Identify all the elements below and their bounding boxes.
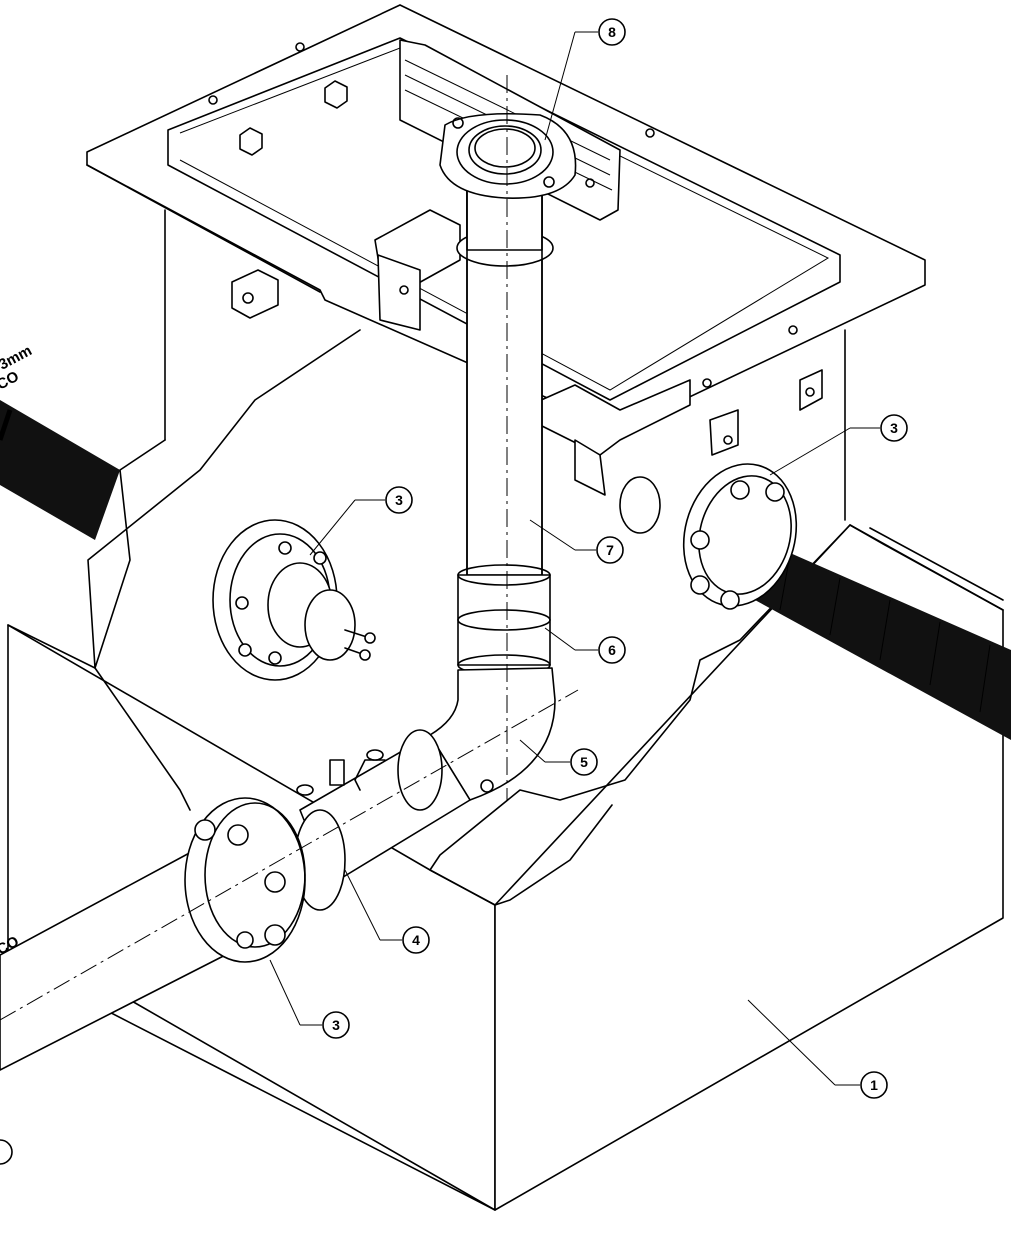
partial-callout-circle — [0, 1139, 13, 1165]
pipe-coupling — [457, 564, 551, 695]
callout-3-front-flange: 3 — [322, 1011, 350, 1039]
edge-text-3mm: 3mm — [0, 342, 35, 373]
callout-6-label: 6 — [608, 642, 616, 658]
callout-1: 1 — [860, 1071, 888, 1099]
callout-3-right-flange: 3 — [880, 414, 908, 442]
callout-5: 5 — [570, 748, 598, 776]
callout-3-left-wall: 3 — [385, 486, 413, 514]
callout-8-label: 8 — [608, 24, 616, 40]
callout-7: 7 — [596, 536, 624, 564]
callout-1-label: 1 — [870, 1077, 878, 1093]
callout-6: 6 — [598, 636, 626, 664]
callout-7-label: 7 — [606, 542, 614, 558]
callout-4: 4 — [402, 926, 430, 954]
callout-3-label: 3 — [890, 420, 898, 436]
callout-4-label: 4 — [412, 932, 420, 948]
left-wall-flange — [212, 519, 376, 681]
left-corrugated-conduit — [0, 400, 120, 540]
top-flange — [439, 113, 577, 199]
riser-pipe — [456, 174, 554, 576]
callout-5-label: 5 — [580, 754, 588, 770]
right-entry-flange — [619, 463, 798, 610]
callout-3-label: 3 — [395, 492, 403, 508]
leader-lines — [269, 31, 880, 1086]
callout-8: 8 — [598, 18, 626, 46]
callout-3-label: 3 — [332, 1017, 340, 1033]
horizontal-pipe — [0, 729, 494, 1071]
centerlines — [0, 75, 579, 1021]
